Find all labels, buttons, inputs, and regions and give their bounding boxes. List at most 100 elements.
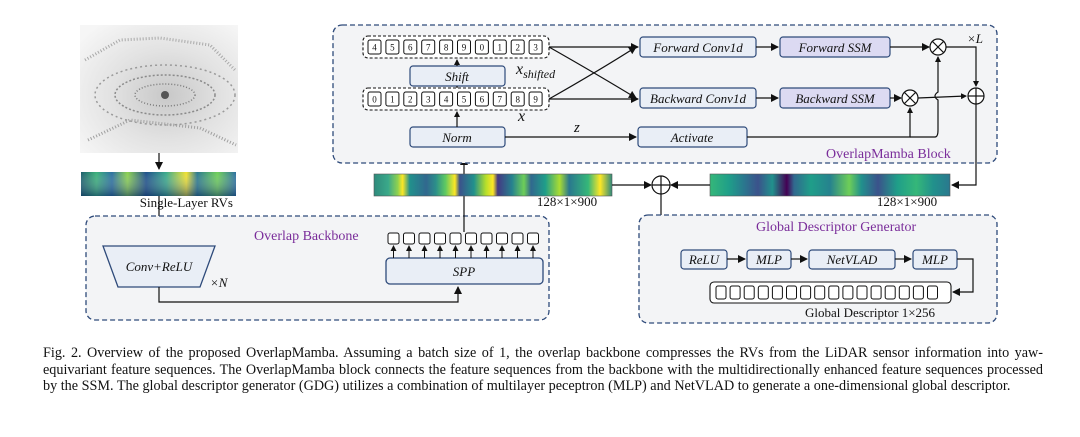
residual-add-icon bbox=[651, 175, 671, 195]
seq-cell-label: 8 bbox=[444, 43, 449, 53]
seq-cell-label: 3 bbox=[426, 95, 431, 105]
seq-cell-label: 3 bbox=[533, 43, 538, 53]
arrow-shifted-backward bbox=[548, 46, 637, 99]
seq-cell bbox=[465, 232, 477, 245]
seq-cell bbox=[403, 232, 415, 245]
times-l-label: ×L bbox=[967, 31, 983, 46]
feature-seq-right bbox=[709, 173, 951, 197]
seq-cell bbox=[492, 39, 507, 55]
seq-cell-label: 1 bbox=[498, 43, 503, 53]
seq-cell bbox=[492, 91, 507, 107]
seq-cell bbox=[421, 39, 436, 55]
seq-cell bbox=[449, 232, 462, 245]
arrow-bmult-sum bbox=[917, 93, 967, 100]
seq-cell bbox=[457, 91, 471, 107]
seq-cell bbox=[828, 285, 840, 300]
seq-cell bbox=[439, 39, 454, 55]
seq-cell bbox=[434, 232, 446, 245]
seq-cell bbox=[421, 91, 436, 107]
z-label: z bbox=[573, 120, 580, 136]
seq-cell-label: 7 bbox=[498, 95, 503, 105]
seq-cell bbox=[474, 91, 489, 107]
seq-cell bbox=[403, 91, 418, 107]
descriptor-label: Global Descriptor 1×256 bbox=[805, 305, 936, 320]
seq-cell bbox=[715, 285, 727, 300]
forward-multiply-icon bbox=[929, 38, 947, 56]
seq-cell-label: 6 bbox=[480, 95, 485, 105]
mamba-block-title: OverlapMamba Block bbox=[826, 147, 951, 162]
seq-cell bbox=[387, 232, 400, 245]
seq-cell bbox=[496, 232, 508, 245]
seq-cell bbox=[786, 285, 797, 300]
gdg-title: Global Descriptor Generator bbox=[756, 220, 916, 235]
seq-cell bbox=[842, 285, 854, 300]
backward-ssm-label: Backward SSM bbox=[795, 91, 875, 106]
seq-cell bbox=[367, 39, 382, 55]
conv-relu-label: Conv+ReLU bbox=[126, 259, 194, 274]
norm-label: Norm bbox=[441, 130, 472, 145]
seq-cell-label: 6 bbox=[408, 43, 413, 53]
seq-cell-label: 2 bbox=[408, 95, 413, 105]
seq-cell bbox=[510, 91, 525, 107]
seq-cell bbox=[927, 285, 938, 300]
seq-cell bbox=[367, 91, 382, 107]
seq-cell bbox=[912, 285, 924, 300]
seq-cell bbox=[418, 232, 431, 245]
seq-cell bbox=[510, 39, 525, 55]
rv-label: Single-Layer RVs bbox=[140, 195, 233, 210]
seq-cell bbox=[870, 285, 882, 300]
seq-cell bbox=[743, 285, 755, 300]
seq-cell bbox=[729, 285, 741, 300]
forward-conv-label: Forward Conv1d bbox=[652, 40, 743, 55]
seq-cell bbox=[511, 232, 524, 245]
relu-label: ReLU bbox=[688, 252, 721, 267]
seq-cell-label: 7 bbox=[426, 43, 431, 53]
mlp1-label: MLP bbox=[755, 252, 782, 267]
arrow-fmult-sum bbox=[946, 46, 979, 87]
conv-relu-block bbox=[102, 245, 216, 288]
seq-cell-label: 9 bbox=[533, 95, 538, 105]
arrow-conv-spp bbox=[158, 286, 462, 303]
sum-icon bbox=[967, 87, 985, 105]
spp-output-cells bbox=[387, 232, 539, 258]
arrow-sum-output bbox=[951, 104, 977, 189]
seq-cell-label: 2 bbox=[515, 43, 520, 53]
seq-cell bbox=[385, 91, 400, 107]
figure-caption: Fig. 2. Overview of the proposed Overlap… bbox=[43, 345, 1043, 394]
seq-cell bbox=[403, 39, 418, 55]
seq-cell bbox=[528, 91, 543, 107]
seq-cell-label: 0 bbox=[372, 95, 377, 105]
spp-label: SPP bbox=[453, 264, 475, 279]
point-cloud-image bbox=[80, 25, 238, 153]
seq-cell-label: 4 bbox=[444, 95, 449, 105]
activate-label: Activate bbox=[670, 130, 714, 145]
seq-cell-label: 8 bbox=[515, 95, 520, 105]
x-label: x bbox=[517, 108, 525, 125]
seq-cell-label: 5 bbox=[462, 95, 467, 105]
backward-multiply-icon bbox=[901, 89, 919, 107]
seq-cell-label: 0 bbox=[480, 43, 485, 53]
global-descriptor-cells bbox=[715, 285, 938, 300]
seq-cell bbox=[457, 39, 471, 55]
seq-cell bbox=[385, 39, 400, 55]
seq-cell bbox=[439, 91, 454, 107]
mlp2-label: MLP bbox=[921, 252, 948, 267]
seq-cell-label: 1 bbox=[390, 95, 395, 105]
seq-cell-label: 5 bbox=[390, 43, 395, 53]
arrow-mlp-descriptor bbox=[952, 258, 974, 296]
forward-ssm-label: Forward SSM bbox=[798, 40, 873, 55]
shift-label: Shift bbox=[445, 69, 469, 84]
x-shifted-label: xshifted bbox=[515, 61, 556, 81]
seq-cell bbox=[884, 285, 896, 300]
spp-block bbox=[385, 257, 544, 285]
range-view-image bbox=[81, 172, 236, 196]
seq-cells: 0 1 2 3 4 5 6 7 8 9 bbox=[367, 91, 543, 107]
arrow-seq-forward bbox=[548, 46, 637, 100]
seq-cell bbox=[898, 285, 910, 300]
feature-left-dim: 128×1×900 bbox=[537, 194, 597, 209]
seq-cell bbox=[474, 39, 489, 55]
netvlad-label: NetVLAD bbox=[826, 252, 878, 267]
backward-conv-label: Backward Conv1d bbox=[650, 91, 746, 106]
backbone-title: Overlap Backbone bbox=[254, 229, 359, 244]
